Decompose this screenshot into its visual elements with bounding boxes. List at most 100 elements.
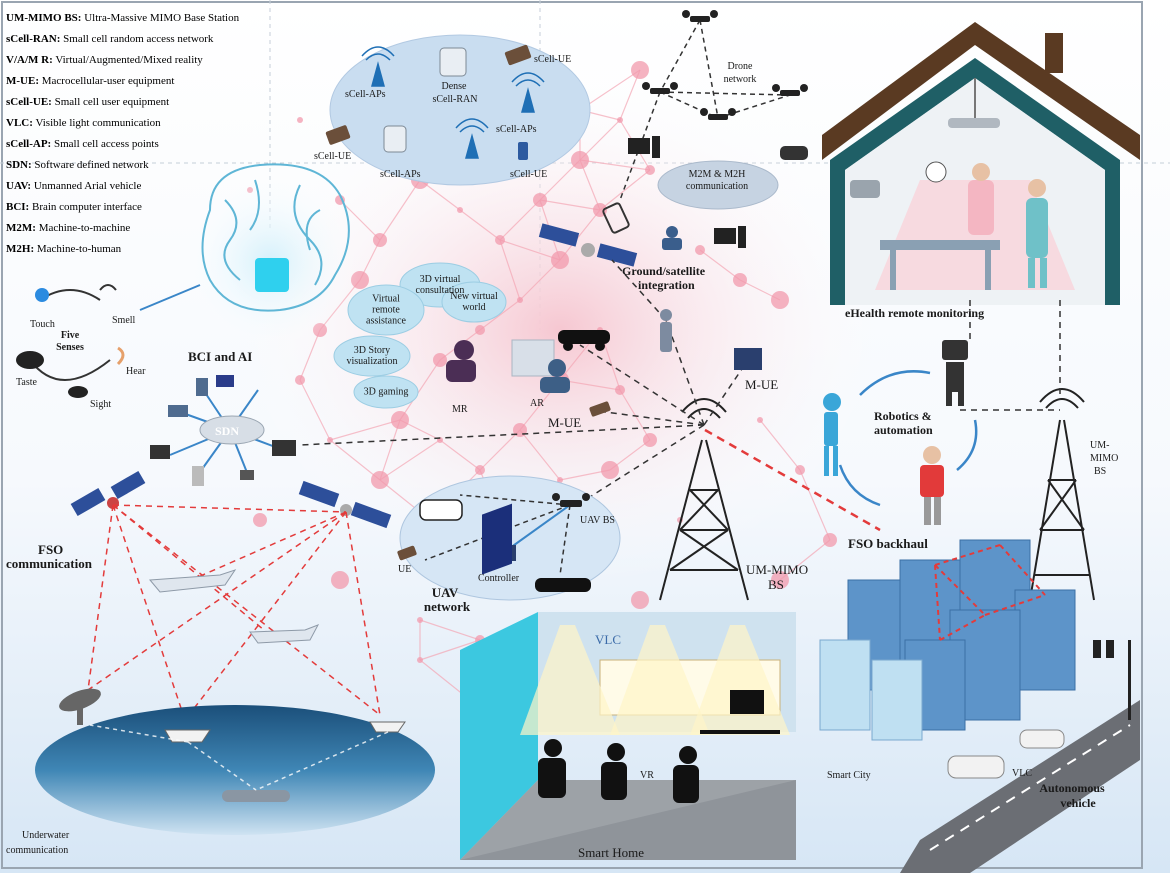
vr-user-icon: [446, 340, 476, 382]
touch-label: Touch: [30, 319, 55, 330]
phone-icon: [589, 401, 611, 417]
legend-row: sCell-UE: Small cell user equipment: [6, 92, 239, 113]
mesh-node: [695, 245, 705, 255]
ehealth-house: [822, 22, 1140, 305]
tower-links: [299, 259, 1061, 501]
m-ue-label: M-UE: [745, 377, 779, 392]
device-icon: [150, 375, 296, 486]
mesh-link: [479, 429, 521, 471]
abbreviation-legend: UM-MIMO BS: Ultra-Massive MIMO Base Stat…: [6, 8, 239, 260]
vehicle-label: vehicle: [1060, 796, 1096, 810]
car-icon: [947, 729, 1065, 779]
underwater-label: Underwater: [22, 830, 70, 841]
five-senses-diagram: [16, 284, 125, 398]
scell-ue-label: sCell-UE: [534, 54, 572, 65]
fso-label: FSO: [38, 542, 64, 557]
vlc-city-label: VLC: [1012, 768, 1032, 779]
mesh-link: [339, 199, 381, 241]
uav-bs-label: UAV BS: [580, 515, 615, 526]
mesh-link: [559, 209, 601, 261]
scell-ran-label: sCell-RAN: [432, 94, 478, 105]
smart-home-room: [460, 503, 796, 860]
ar-label: AR: [530, 398, 544, 409]
um-mimo-bs-label-2: BS: [768, 577, 784, 592]
ship-icon: [164, 721, 406, 743]
legend-row: BCI: Brain computer interface: [6, 197, 239, 218]
m2m-cloud: [657, 160, 779, 210]
drone-label: Drone: [727, 61, 753, 72]
legend-row: SDN: Software defined network: [6, 155, 239, 176]
legend-text: Ultra-Massive MIMO Base Station: [84, 12, 240, 24]
mesh-link: [599, 169, 651, 211]
automation-label: automation: [874, 423, 933, 437]
mesh-node: [475, 465, 485, 475]
legend-row: M-UE: Macrocellular-user equipment: [6, 71, 239, 92]
mesh-link: [699, 249, 741, 281]
smell-label: Smell: [112, 315, 136, 326]
taste-label: Taste: [16, 377, 37, 388]
mesh-link: [759, 419, 801, 471]
mesh-node: [457, 207, 463, 213]
m-ue-label: M-UE: [548, 415, 582, 430]
mesh-link: [499, 239, 521, 301]
mesh-node: [615, 385, 625, 395]
legend-row: UAV: Unmanned Arial vehicle: [6, 176, 239, 197]
mesh-node: [391, 411, 409, 429]
five-label: Five: [60, 330, 80, 341]
mesh-node: [475, 325, 485, 335]
ear-icon: [116, 346, 125, 366]
phone-icon: [325, 44, 532, 160]
person-icon: [662, 226, 682, 250]
satellite-icon: [70, 223, 638, 529]
mesh-link: [329, 439, 381, 481]
mesh-node: [771, 571, 789, 589]
mesh-node: [795, 465, 805, 475]
mesh-node: [417, 617, 423, 623]
fso-backhaul-link: [704, 428, 881, 532]
legend-abbr: BCI:: [6, 201, 30, 213]
legend-abbr: M-UE:: [6, 75, 39, 87]
m2m-label: M2M & M2H: [688, 169, 746, 180]
smell-icon: [99, 284, 117, 291]
controller-label: Controller: [478, 573, 520, 584]
mesh-node: [433, 353, 447, 367]
legend-text: Visible light communication: [35, 117, 161, 129]
mesh-node: [373, 233, 387, 247]
ehealth-label: eHealth remote monitoring: [845, 306, 985, 320]
tower-icon: [659, 398, 749, 601]
car-icon: [558, 330, 610, 351]
legend-abbr: UM-MIMO BS:: [6, 12, 82, 24]
robot-icon: [942, 340, 968, 406]
mesh-node: [757, 417, 763, 423]
person-icon: [660, 309, 672, 352]
smart-city-label: Smart City: [827, 770, 871, 781]
underwater-links: [89, 724, 389, 791]
legend-abbr: SDN:: [6, 159, 32, 171]
legend-abbr: M2M:: [6, 222, 36, 234]
mesh-node: [253, 513, 267, 527]
human-icon: [920, 446, 944, 525]
legend-text: Virtual/Augmented/Mixed reality: [55, 54, 203, 66]
mesh-link: [539, 199, 601, 211]
fso-links: [87, 504, 381, 721]
ue-label: UE: [398, 564, 412, 575]
vr-headset-icon: [780, 146, 808, 160]
drone-icon: [642, 10, 808, 120]
mesh-node: [327, 437, 333, 443]
uav-network-label: network: [423, 599, 471, 614]
um-mimo-bs-label: UM-MIMO: [746, 562, 809, 577]
legend-text: Brain computer interface: [31, 201, 142, 213]
mesh-link: [559, 379, 621, 391]
bci-ai-label: BCI and AI: [188, 349, 253, 364]
mesh-node: [331, 571, 349, 589]
mesh-link: [579, 119, 621, 161]
mesh-node: [733, 273, 747, 287]
mesh-link: [329, 419, 401, 441]
mesh-link: [419, 619, 481, 641]
human-icon: [823, 393, 841, 476]
fso-city-links: [934, 544, 1046, 641]
mesh-link: [619, 389, 651, 441]
senses-label: Senses: [56, 342, 84, 353]
legend-row: V/A/M R: Virtual/Augmented/Mixed reality: [6, 50, 239, 71]
mr-label: MR: [452, 404, 468, 415]
